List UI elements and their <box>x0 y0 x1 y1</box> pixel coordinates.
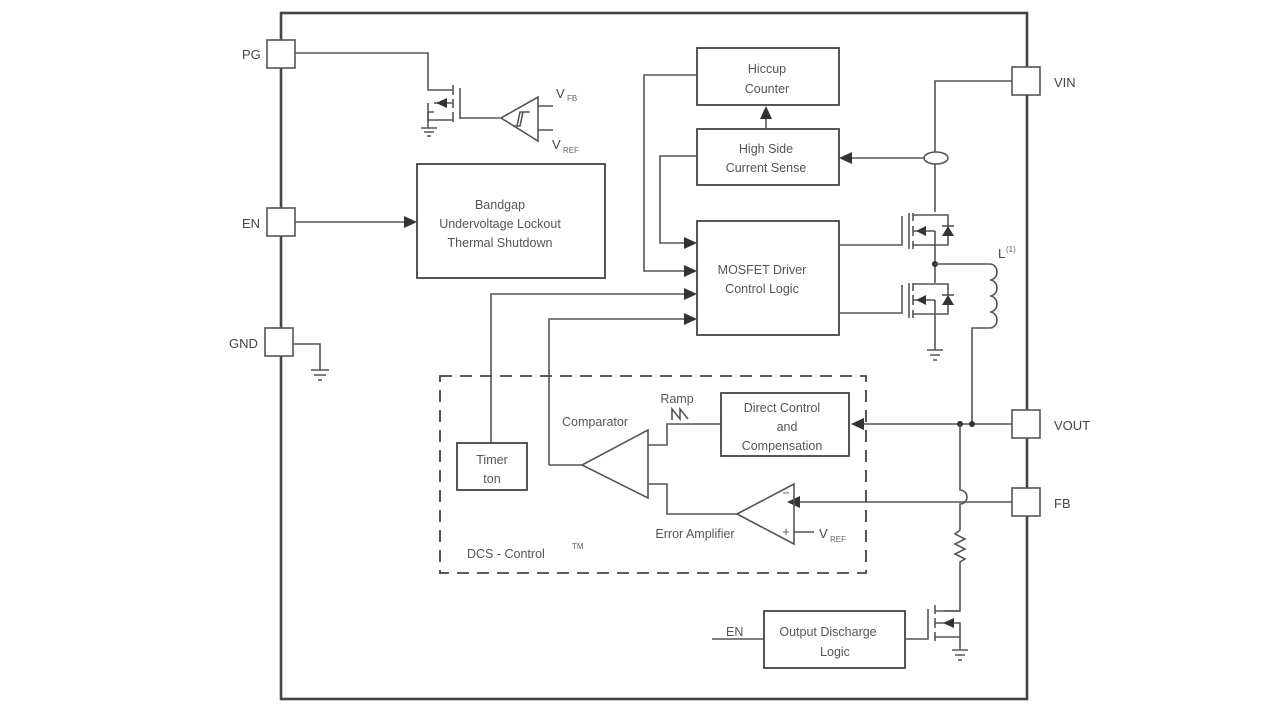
vfb-sub: FB <box>567 94 577 103</box>
bandgap-line1: Bandgap <box>475 198 525 212</box>
current-sense-arrow-icon <box>839 152 852 164</box>
block-current-sense <box>696 128 840 186</box>
pin-en-label: EN <box>242 216 260 231</box>
junction-dot <box>969 421 975 427</box>
pg-comparator: V FB V REF <box>499 86 579 155</box>
pin-gnd-label: GND <box>229 336 258 351</box>
hs-diode-icon <box>942 226 954 236</box>
pin-en <box>266 207 296 237</box>
block-timer <box>456 442 528 491</box>
hiccup-line1: Hiccup <box>748 62 786 76</box>
vref2-label: V <box>819 526 828 541</box>
pin-vout-label: VOUT <box>1054 418 1090 433</box>
vfb-label: V <box>556 86 565 101</box>
mosfet-driver-line2: Control Logic <box>725 282 799 296</box>
trademark: TM <box>572 542 584 551</box>
pin-fb-label: FB <box>1054 496 1071 511</box>
comparator-label: Comparator <box>562 415 628 429</box>
pin-pg <box>266 39 296 69</box>
dcs-control-region <box>439 375 867 574</box>
vref-sub: REF <box>563 146 579 155</box>
hiccup-line2: Counter <box>745 82 789 96</box>
block-direct-control <box>720 392 850 457</box>
inductor-label: L <box>998 246 1005 261</box>
mosfet-driver-line1: MOSFET Driver <box>718 263 807 277</box>
ls-diode-icon <box>942 295 954 305</box>
timer-line1: Timer <box>476 453 507 467</box>
ea-minus: − <box>782 486 789 500</box>
block-output-discharge <box>763 610 906 669</box>
vout-arrow-icon <box>851 418 864 430</box>
direct-control-line2: and <box>777 420 798 434</box>
power-stage: L (1) <box>839 213 1016 424</box>
current-sense-probe <box>923 151 949 165</box>
driver-input-arrow-icon <box>684 288 697 300</box>
bandgap-line3: Thermal Shutdown <box>448 236 553 250</box>
vref2-sub: REF <box>830 535 846 544</box>
discharge-fet <box>905 605 968 661</box>
driver-input-arrow-icon <box>684 313 697 325</box>
driver-input-arrow-icon <box>684 237 697 249</box>
pg-open-drain <box>295 52 500 137</box>
mosfet-body-arrow-icon <box>436 98 447 108</box>
dcs-control-label: DCS - Control <box>467 547 545 561</box>
discharge-fet-arrow-icon <box>943 618 954 628</box>
inductor-note: (1) <box>1006 245 1016 254</box>
direct-control-line1: Direct Control <box>744 401 820 415</box>
ea-plus: + <box>782 525 789 539</box>
ic-boundary <box>279 11 1029 701</box>
ls-fet-arrow-icon <box>916 295 926 305</box>
current-sense-line1: High Side <box>739 142 793 156</box>
output-discharge-line2: Logic <box>820 645 850 659</box>
comparator-symbol <box>580 428 649 500</box>
pin-vout <box>1011 409 1041 439</box>
direct-control-line3: Compensation <box>742 439 823 453</box>
ramp-icon <box>671 406 689 422</box>
pin-gnd <box>264 327 294 357</box>
pin-vin-label: VIN <box>1054 75 1076 90</box>
en-arrow-icon <box>404 216 417 228</box>
error-amplifier-symbol <box>735 482 795 546</box>
block-mosfet-driver <box>696 220 840 336</box>
vref-label: V <box>552 137 561 152</box>
hiccup-arrow-icon <box>760 106 772 119</box>
ramp-label: Ramp <box>660 392 693 406</box>
hs-fet-arrow-icon <box>916 226 926 236</box>
timer-line2: ton <box>483 472 500 486</box>
driver-input-arrow-icon <box>684 265 697 277</box>
block-hiccup-counter <box>696 47 840 106</box>
bandgap-line2: Undervoltage Lockout <box>439 217 561 231</box>
error-amplifier-label: Error Amplifier <box>655 527 734 541</box>
current-sense-line2: Current Sense <box>726 161 807 175</box>
pin-vin <box>1011 66 1041 96</box>
block-bandgap <box>416 163 606 279</box>
discharge-en-label: EN <box>726 625 743 639</box>
output-discharge-line1: Output Discharge <box>779 625 876 639</box>
pin-fb <box>1011 487 1041 517</box>
pin-pg-label: PG <box>242 47 261 62</box>
